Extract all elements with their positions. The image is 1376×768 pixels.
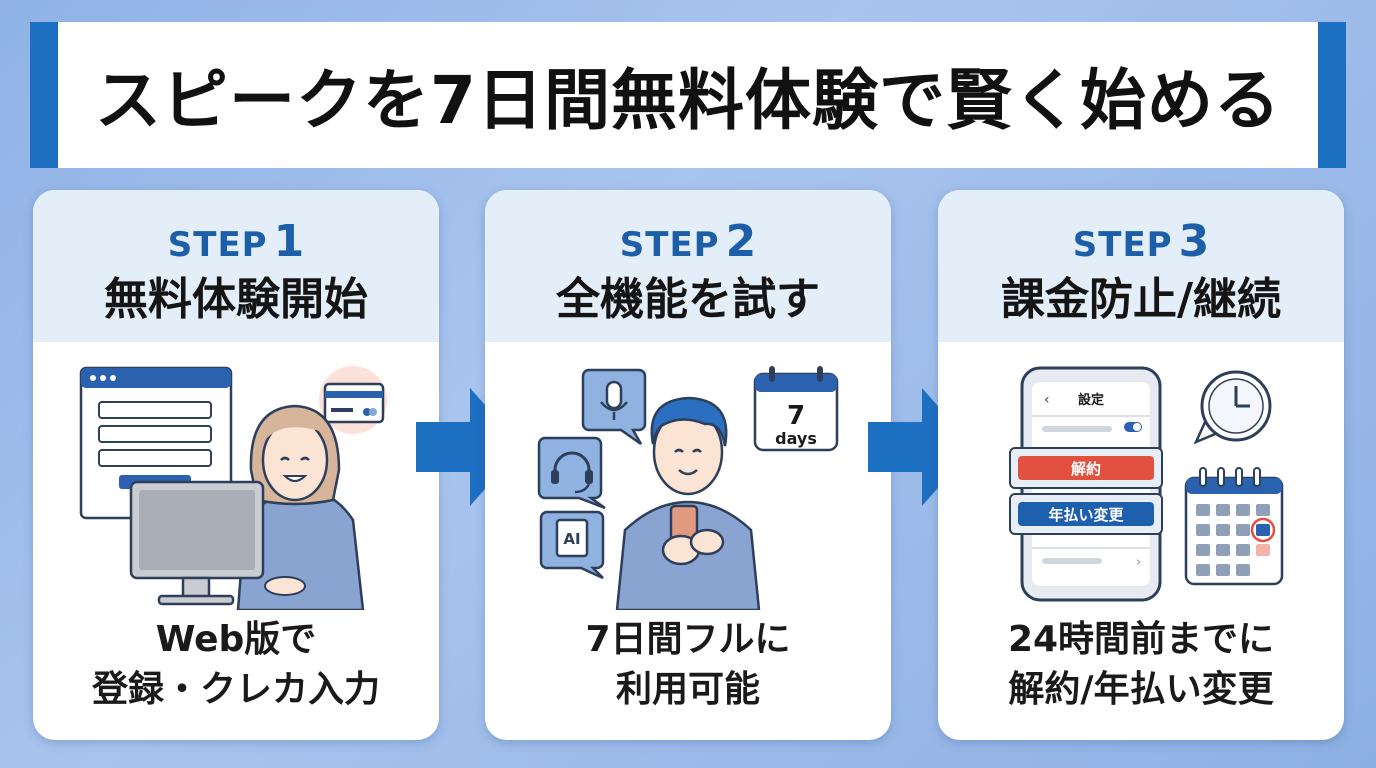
step-desc-line: 7日間フルに	[585, 619, 791, 660]
cancel-button-graphic: 解約	[1009, 447, 1163, 489]
title-banner: スピークを7日間無料体験で賢く始める	[30, 22, 1346, 168]
calendar-number: 7	[787, 401, 805, 431]
calendar-icon	[1184, 467, 1284, 586]
page-title: スピークを7日間無料体験で賢く始める	[95, 62, 1281, 139]
step-number: 1	[273, 216, 305, 267]
microphone-icon	[581, 368, 647, 446]
step-desc-1: Web版で 登録・クレカ入力	[33, 615, 439, 715]
step-desc-2: 7日間フルに 利用可能	[485, 615, 891, 715]
credit-card-icon	[319, 366, 387, 434]
phone-header: 設定	[1078, 392, 1104, 408]
step-word: STEP	[619, 225, 720, 265]
calendar-unit: days	[775, 429, 817, 448]
ai-label: AI	[563, 530, 580, 548]
svg-text:›: ›	[1136, 555, 1141, 570]
person-man	[615, 396, 761, 610]
step-number: 3	[1178, 216, 1210, 267]
calendar-icon: 7 days	[753, 366, 839, 452]
step-desc-line: 24時間前までに	[1007, 619, 1275, 660]
browser-window-icon	[79, 366, 233, 520]
step-title-2: 全機能を試す	[556, 274, 820, 325]
step-desc-line: Web版で	[155, 619, 317, 660]
step-word: STEP	[1072, 225, 1173, 265]
cancel-button-label: 解約	[1071, 460, 1101, 478]
annual-button-label: 年払い変更	[1048, 506, 1124, 524]
step-desc-line: 登録・クレカ入力	[91, 669, 380, 710]
step-word: STEP	[167, 225, 268, 265]
ai-book-icon: AI	[539, 510, 605, 580]
step-2-illustration: AI 7 days	[537, 366, 839, 610]
clock-icon	[1193, 370, 1272, 445]
svg-text:‹: ‹	[1044, 392, 1050, 408]
step-desc-line: 解約/年払い変更	[1008, 669, 1274, 710]
headset-icon	[537, 436, 606, 510]
step-title-1: 無料体験開始	[104, 274, 368, 325]
step-desc-line: 利用可能	[615, 669, 760, 710]
annual-button-graphic: 年払い変更	[1009, 493, 1163, 535]
desktop-monitor-icon	[129, 480, 306, 606]
step-title-3: 課金防止/継続	[1000, 274, 1282, 325]
step-1-illustration	[79, 366, 387, 610]
step-desc-3: 24時間前までに 解約/年払い変更	[938, 615, 1344, 715]
step-3-illustration: ‹ 設定 › 解約 年払い変更	[1009, 366, 1284, 602]
step-number: 2	[725, 216, 757, 267]
